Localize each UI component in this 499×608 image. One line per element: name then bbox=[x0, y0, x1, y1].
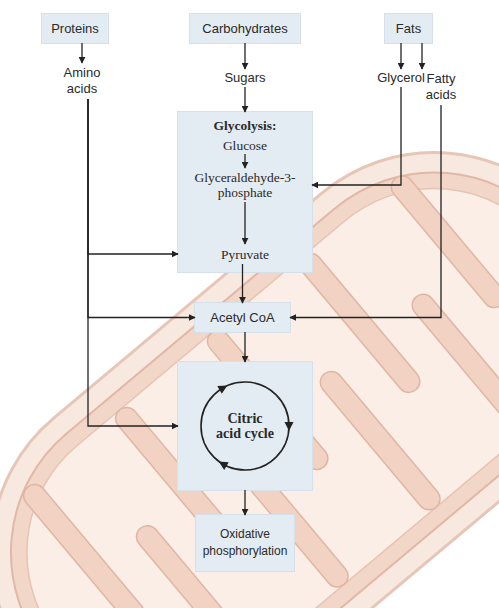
product-label-node: Fatty acids bbox=[418, 69, 464, 105]
flow-arrow bbox=[88, 99, 178, 426]
crista bbox=[316, 367, 445, 514]
source-box: Carbohydrates bbox=[190, 14, 300, 43]
pathway-box: Glycolysis: GlucoseGlyceraldehyde-3-phosp… bbox=[178, 112, 312, 272]
flow-arrow bbox=[312, 87, 401, 185]
node-text: Glucose bbox=[223, 138, 267, 153]
flow-arrow bbox=[244, 202, 245, 244]
node-text: Glycolysis: bbox=[214, 118, 277, 133]
node-text: Amino acids bbox=[55, 65, 109, 97]
flow-arrow bbox=[290, 105, 441, 318]
flow-arrow bbox=[88, 99, 178, 254]
node-text: Citric acid cycle bbox=[216, 411, 274, 441]
process-box: Acetyl CoA bbox=[195, 303, 290, 332]
inner-membrane bbox=[0, 109, 499, 608]
cycle-circle bbox=[201, 382, 289, 470]
product-label-node: Glycerol bbox=[370, 69, 432, 87]
product-label-node: Amino acids bbox=[55, 63, 109, 99]
metabolite-node: Glyceraldehyde-3-phosphate bbox=[178, 168, 312, 202]
cycle-arrowhead bbox=[217, 382, 229, 394]
node-text: Glyceraldehyde-3-phosphate bbox=[178, 170, 312, 200]
outer-membrane bbox=[0, 81, 499, 608]
flow-arrow bbox=[244, 490, 245, 515]
flow-arrow bbox=[400, 43, 401, 69]
node-text: Fatty acids bbox=[418, 71, 464, 103]
cycle-arrowhead bbox=[285, 422, 294, 431]
metabolite-node: Glucose bbox=[178, 136, 312, 154]
flow-arrow bbox=[244, 154, 245, 168]
node-text: Acetyl CoA bbox=[210, 310, 274, 326]
process-box: Oxidative phosphorylation bbox=[196, 515, 294, 571]
node-text: Fats bbox=[396, 21, 421, 37]
node-text: Oxidative phosphorylation bbox=[196, 526, 294, 560]
flow-arrow bbox=[242, 264, 243, 303]
product-label-node: Sugars bbox=[205, 69, 285, 87]
cycle-arrowhead bbox=[216, 458, 228, 470]
cycle-box: Citric acid cycle bbox=[178, 362, 312, 490]
crista bbox=[387, 172, 499, 313]
node-text: Pyruvate bbox=[221, 247, 269, 262]
crista bbox=[19, 480, 148, 608]
flow-arrow bbox=[81, 43, 82, 63]
flow-arrow bbox=[244, 43, 245, 69]
flow-arrow bbox=[244, 87, 245, 112]
node-text: Sugars bbox=[224, 70, 265, 86]
flow-arrow bbox=[88, 99, 195, 318]
node-text: Carbohydrates bbox=[202, 21, 287, 37]
metabolite-node: Pyruvate bbox=[178, 244, 312, 264]
flow-arrow bbox=[421, 43, 422, 69]
node-text: Proteins bbox=[51, 21, 99, 37]
source-box: Fats bbox=[385, 14, 432, 43]
crista bbox=[408, 290, 499, 437]
node-text: Glycerol bbox=[377, 70, 425, 86]
flow-arrow bbox=[244, 332, 245, 362]
crista bbox=[295, 249, 424, 397]
source-box: Proteins bbox=[42, 14, 108, 43]
mitochondrion-body bbox=[0, 81, 499, 608]
